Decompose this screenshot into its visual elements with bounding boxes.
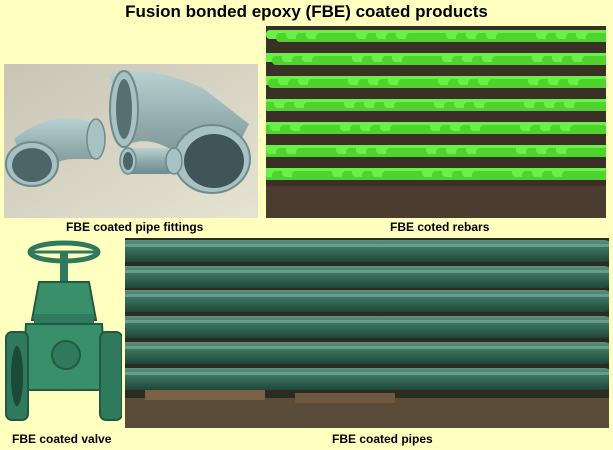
rebars-caption: FBE coted rebars	[390, 220, 490, 234]
rebars-photo	[266, 26, 606, 218]
page-title: Fusion bonded epoxy (FBE) coated product…	[125, 2, 488, 21]
gate-valve-photo	[4, 240, 122, 428]
valve-caption: FBE coated valve	[12, 432, 112, 446]
pipe-fittings-photo	[4, 64, 258, 218]
pipes-photo	[125, 238, 609, 428]
pipes-caption: FBE coated pipes	[332, 432, 433, 446]
pipe-fittings-caption: FBE coated pipe fittings	[66, 220, 204, 234]
